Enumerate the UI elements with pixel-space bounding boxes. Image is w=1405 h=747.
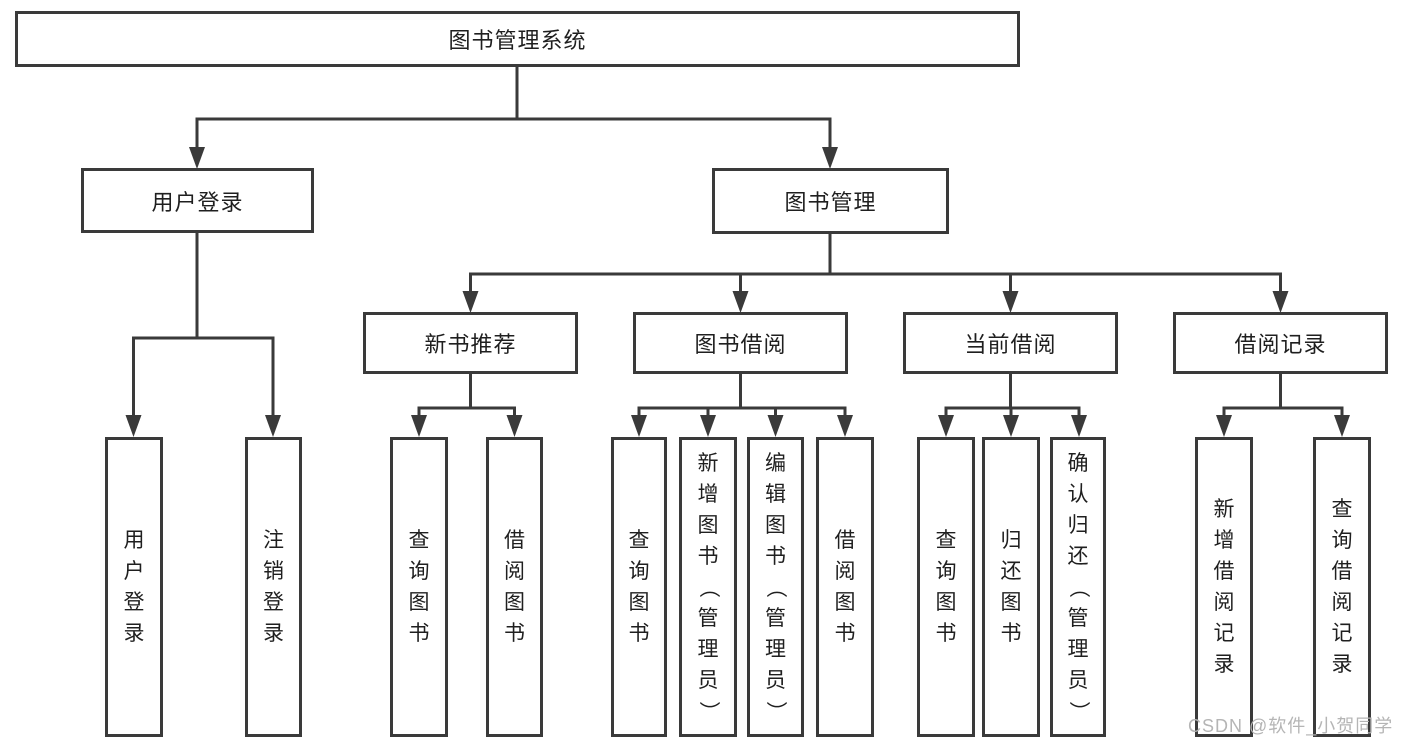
node-user-login: 用户登录 <box>81 168 314 233</box>
leaf-borrow-books-2: 借阅图书 <box>816 437 874 737</box>
leaf-logout: 注销登录 <box>245 437 302 737</box>
node-root-library-system: 图书管理系统 <box>15 11 1020 67</box>
leaf-confirm-return-admin: 确认归还（管理员） <box>1050 437 1106 737</box>
leaf-query-borrow-record: 查询借阅记录 <box>1313 437 1371 737</box>
leaf-add-books-admin: 新增图书（管理员） <box>679 437 737 737</box>
leaf-return-books: 归还图书 <box>982 437 1040 737</box>
arrowhead-icons <box>125 147 1350 437</box>
leaf-edit-books-admin: 编辑图书（管理员） <box>747 437 804 737</box>
leaf-add-borrow-record: 新增借阅记录 <box>1195 437 1253 737</box>
node-borrow-record: 借阅记录 <box>1173 312 1388 374</box>
node-book-management: 图书管理 <box>712 168 949 234</box>
leaf-user-login: 用户登录 <box>105 437 163 737</box>
leaf-query-books-2: 查询图书 <box>611 437 667 737</box>
watermark: CSDN @软件_小贺同学 <box>1188 716 1394 736</box>
node-new-book-recommend: 新书推荐 <box>363 312 578 374</box>
node-book-borrow: 图书借阅 <box>633 312 848 374</box>
leaf-query-books-3: 查询图书 <box>917 437 975 737</box>
leaf-borrow-books-1: 借阅图书 <box>486 437 543 737</box>
leaf-query-books-1: 查询图书 <box>390 437 448 737</box>
node-current-borrow: 当前借阅 <box>903 312 1118 374</box>
